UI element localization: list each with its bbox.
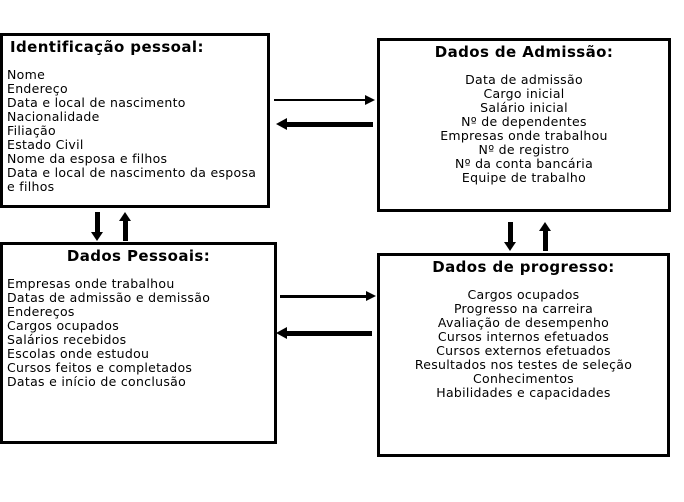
list-item: Nº de dependentes	[461, 114, 587, 129]
list-item: Salários recebidos	[7, 332, 127, 347]
box-dados-de-admissao: Dados de Admissão: Data de admissão Carg…	[377, 38, 671, 212]
list-item: Endereço	[7, 81, 68, 96]
list-item: Cargo inicial	[483, 86, 565, 101]
box-title: Dados de Admissão:	[434, 43, 614, 61]
list-item: Cursos externos efetuados	[436, 343, 611, 358]
box-title: Identificação pessoal:	[10, 38, 204, 56]
list-item: Datas e início de conclusão	[7, 374, 187, 389]
list-item: Estado Civil	[7, 137, 84, 152]
list-item: Cursos feitos e completados	[7, 360, 193, 375]
box-item-list: Empresas onde trabalhou Datas de admissã…	[3, 277, 274, 389]
list-item: Empresas onde trabalhou	[440, 128, 608, 143]
list-item: Cargos ocupados	[7, 318, 120, 333]
arrowhead-left-icon	[276, 327, 287, 339]
arrow-shaft	[274, 99, 365, 101]
list-item: Equipe de trabalho	[461, 170, 587, 185]
arrowhead-down-icon	[91, 232, 103, 241]
arrowhead-down-icon	[504, 242, 516, 251]
arrow-up-icon	[119, 212, 131, 241]
box-item-list: Cargos ocupados Progresso na carreira Av…	[380, 288, 667, 400]
list-item: Datas de admissão e demissão	[7, 290, 211, 305]
list-item: Nacionalidade	[7, 109, 100, 124]
box-dados-de-progresso: Dados de progresso: Cargos ocupados Prog…	[377, 253, 670, 457]
arrow-down-icon	[504, 222, 516, 251]
arrow-left-icon	[276, 118, 373, 130]
list-item: Habilidades e capacidades	[436, 385, 611, 400]
box-identificacao-pessoal: Identificação pessoal: Nome Endereço Dat…	[0, 33, 270, 208]
arrowhead-right-icon	[365, 95, 375, 105]
arrowhead-up-icon	[119, 212, 131, 221]
box-dados-pessoais: Dados Pessoais: Empresas onde trabalhou …	[0, 242, 277, 444]
list-item: Empresas onde trabalhou	[7, 276, 175, 291]
box-item-list: Data de admissão Cargo inicial Salário i…	[380, 73, 668, 185]
list-item: Salário inicial	[480, 100, 568, 115]
list-item: Data de admissão	[465, 72, 583, 87]
list-item: Resultados nos testes de seleção	[414, 357, 633, 372]
list-item: Cargos ocupados	[467, 287, 580, 302]
arrow-right-icon	[274, 95, 375, 105]
arrowhead-up-icon	[539, 222, 551, 231]
list-item: Filiação	[7, 123, 56, 138]
list-item: Nome da esposa e filhos	[7, 151, 168, 166]
list-item: Nome	[7, 67, 46, 82]
list-item: Nº da conta bancária	[454, 156, 594, 171]
list-item: Endereços	[7, 304, 75, 319]
list-item: Escolas onde estudou	[7, 346, 150, 361]
box-item-list: Nome Endereço Data e local de nascimento…	[3, 68, 267, 194]
arrowhead-right-icon	[366, 291, 376, 301]
arrow-shaft	[542, 231, 548, 251]
arrow-shaft	[280, 294, 366, 298]
list-item: Avaliação de desempenho	[437, 315, 610, 330]
list-item: Progresso na carreira	[453, 301, 594, 316]
arrow-shaft	[94, 212, 100, 232]
arrow-shaft	[507, 222, 513, 242]
arrow-right-icon	[280, 290, 376, 302]
arrowhead-left-icon	[276, 118, 287, 130]
arrow-shaft	[287, 330, 372, 336]
box-title: Dados Pessoais:	[66, 247, 211, 265]
arrow-down-icon	[91, 212, 103, 241]
list-item: Nº de registro	[478, 142, 570, 157]
list-item: Data e local de nascimento da esposa e f…	[7, 165, 257, 194]
list-item: Data e local de nascimento	[7, 95, 186, 110]
arrow-up-icon	[539, 222, 551, 251]
list-item: Cursos internos efetuados	[437, 329, 610, 344]
arrow-shaft	[287, 121, 373, 127]
box-title: Dados de progresso:	[432, 258, 615, 276]
arrow-left-icon	[276, 327, 372, 339]
list-item: Conhecimentos	[472, 371, 574, 386]
arrow-shaft	[122, 221, 128, 241]
